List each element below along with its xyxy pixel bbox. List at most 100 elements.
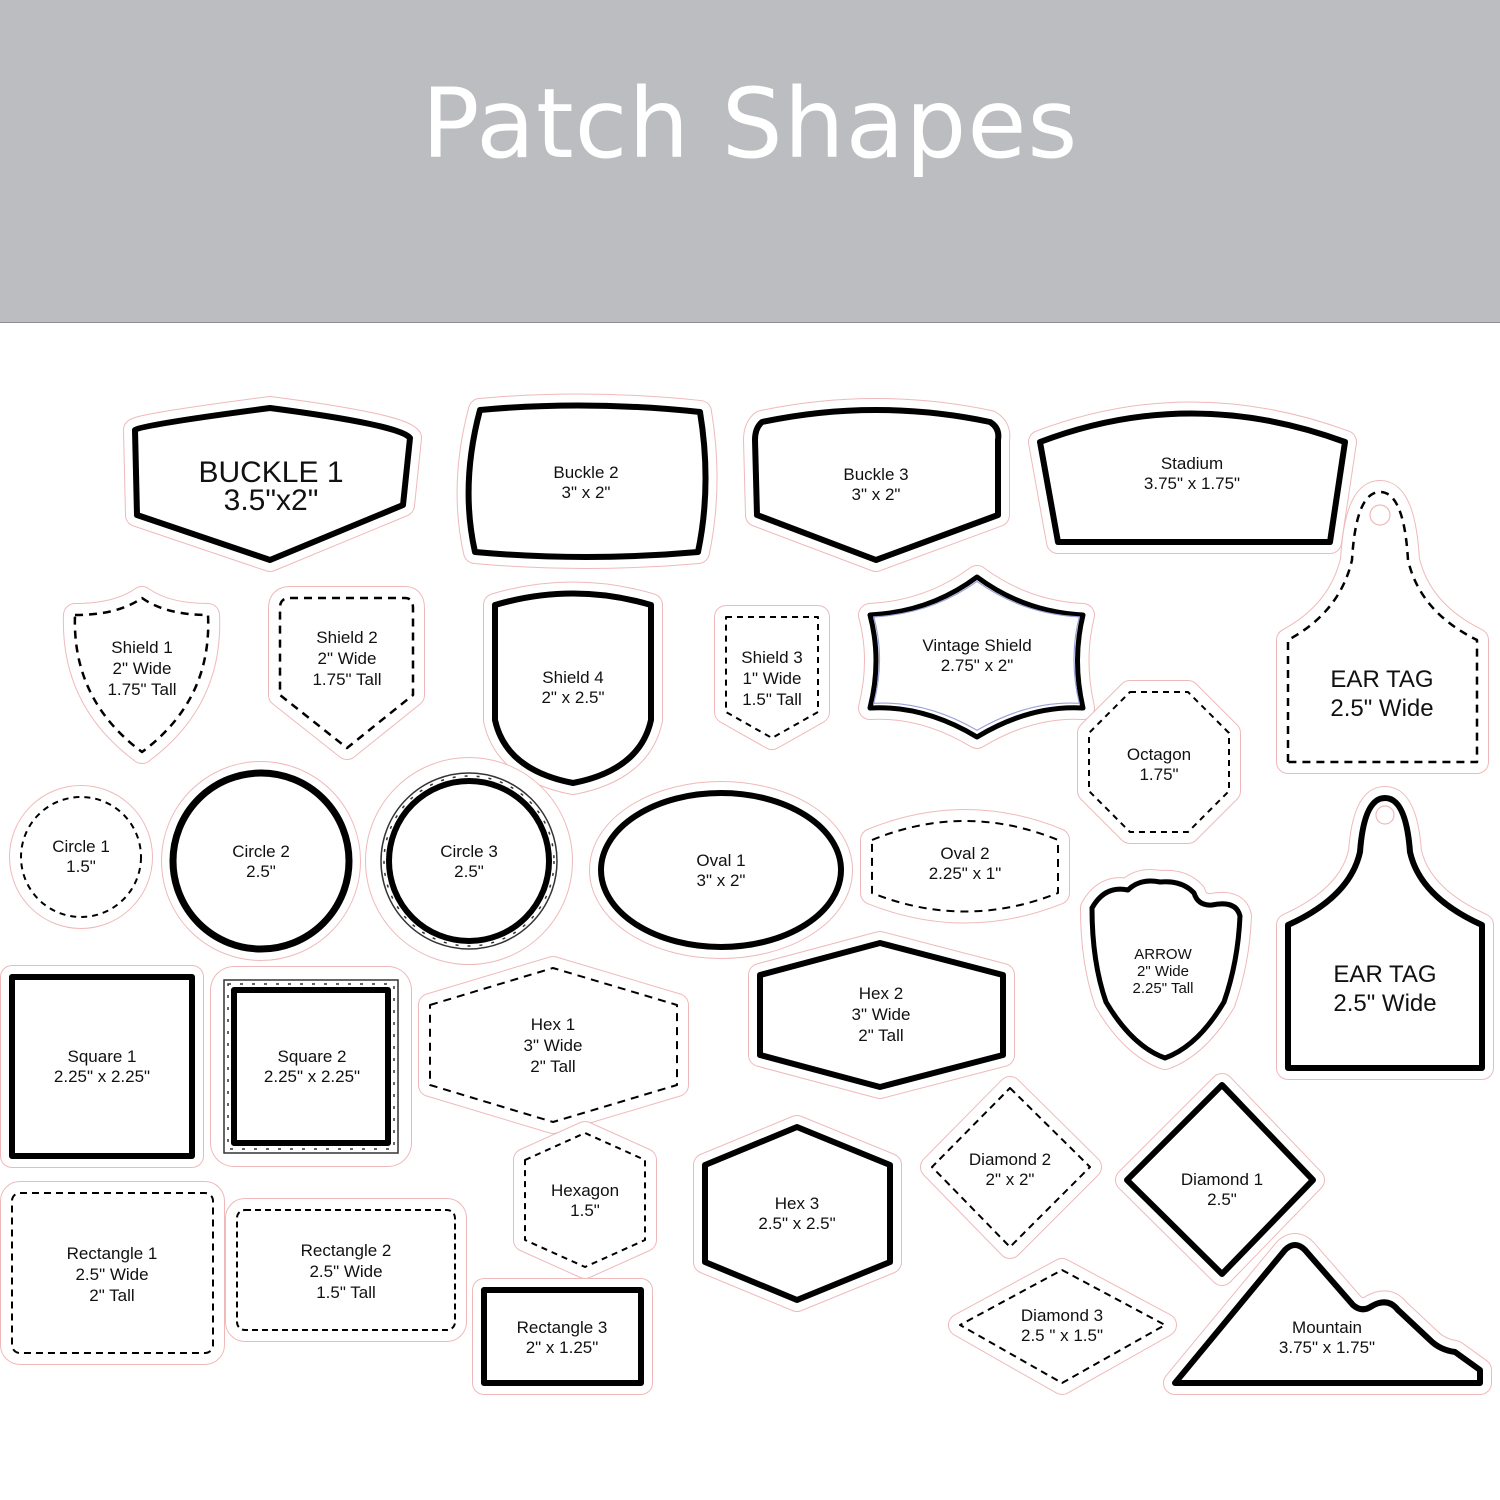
patch-label-line: 2" Wide xyxy=(318,649,377,668)
patch-label-line: 2.25" x 2.25" xyxy=(264,1067,360,1086)
patch-label-line: Circle 1 xyxy=(52,837,110,856)
patch-label-line: 1.75" xyxy=(1139,765,1178,784)
patch-label-line: Shield 3 xyxy=(741,648,802,667)
patch-label-line: 1.5" xyxy=(66,857,96,876)
patch-label-line: Hex 2 xyxy=(859,984,903,1003)
patch-label-line: 3.75" x 1.75" xyxy=(1279,1338,1375,1357)
patch-label-line: 3.75" x 1.75" xyxy=(1144,474,1240,493)
patch-outline xyxy=(169,769,353,953)
patch-label-line: 1" Wide xyxy=(743,669,802,688)
patch-outline xyxy=(524,1132,646,1268)
patch-outline xyxy=(752,407,1002,563)
patch-label-line: 2.5" xyxy=(454,862,484,881)
patch-label-line: 2" Wide xyxy=(113,659,172,678)
patch-outline xyxy=(429,967,678,1123)
patch-label-line: Stadium xyxy=(1161,454,1223,473)
patch-label-line: ARROW xyxy=(1134,946,1192,963)
patch-label-line: 2.5" Wide xyxy=(1333,990,1436,1017)
patch-label-line: 3" Wide xyxy=(524,1036,583,1055)
patch-label-line: 2.25" Tall xyxy=(1133,980,1194,997)
patch-label-line: Rectangle 3 xyxy=(517,1318,608,1337)
patch-label-line: 2" x 2.5" xyxy=(541,688,604,707)
patch-outline xyxy=(871,820,1059,913)
patch-outline xyxy=(959,1269,1166,1384)
patch-outline xyxy=(481,1287,644,1386)
patch-label-line: 3.5"x2" xyxy=(224,484,319,517)
patch-label-line: Buckle 2 xyxy=(553,463,618,482)
hole-icon xyxy=(1369,504,1391,526)
patch-outline xyxy=(867,574,1086,740)
patch-label-line: Mountain xyxy=(1292,1318,1362,1337)
patch-label-line: 3" x 2" xyxy=(697,871,746,890)
patch-label-line: Diamond 1 xyxy=(1181,1170,1263,1189)
patch-label-line: 2" x 2" xyxy=(986,1170,1035,1189)
patch-label-line: Oval 2 xyxy=(940,844,989,863)
patch-outline xyxy=(757,940,1006,1090)
patch-label-line: Shield 4 xyxy=(542,668,603,687)
patch-label-line: Vintage Shield xyxy=(922,636,1031,655)
patch-label-line: Square 2 xyxy=(278,1047,347,1066)
patch-outline xyxy=(132,405,413,563)
barbed-wire-ring xyxy=(380,772,558,950)
page-title: Patch Shapes xyxy=(421,68,1079,180)
patch-outline xyxy=(1124,1082,1316,1277)
patch-outline xyxy=(1285,795,1485,1071)
patch-label-line: Buckle 3 xyxy=(843,465,908,484)
patch-label-line: Square 1 xyxy=(68,1047,137,1066)
patch-outline xyxy=(725,616,819,739)
patch-label-line: 2.5" Wide xyxy=(309,1262,382,1281)
inner-border xyxy=(872,580,1081,731)
patch-label-line: 2.5" x 2.5" xyxy=(758,1214,835,1233)
patch-outline xyxy=(1172,1242,1483,1386)
patch-outline xyxy=(465,402,709,560)
patch-outline xyxy=(492,590,654,786)
patch-label-line: Diamond 2 xyxy=(969,1150,1051,1169)
patch-outline xyxy=(9,974,195,1159)
patch-outline xyxy=(11,1192,214,1354)
patch-label-line: 2" Tall xyxy=(530,1057,575,1076)
patch-label-line: 3" Wide xyxy=(852,1005,911,1024)
patch-label-line: EAR TAG xyxy=(1330,666,1433,693)
patch-label-line: 2.25" x 1" xyxy=(929,864,1002,883)
patch-outline xyxy=(1088,691,1230,833)
patch-outline xyxy=(20,796,142,918)
patch-outline xyxy=(278,596,415,750)
hole-icon xyxy=(1375,805,1395,825)
patch-label-line: 2.5" xyxy=(1207,1190,1237,1209)
patch-outline xyxy=(236,1209,456,1331)
patch-label-line: 2" Tall xyxy=(89,1286,134,1305)
patch-outline xyxy=(1037,410,1348,545)
patch-outline xyxy=(386,778,552,944)
